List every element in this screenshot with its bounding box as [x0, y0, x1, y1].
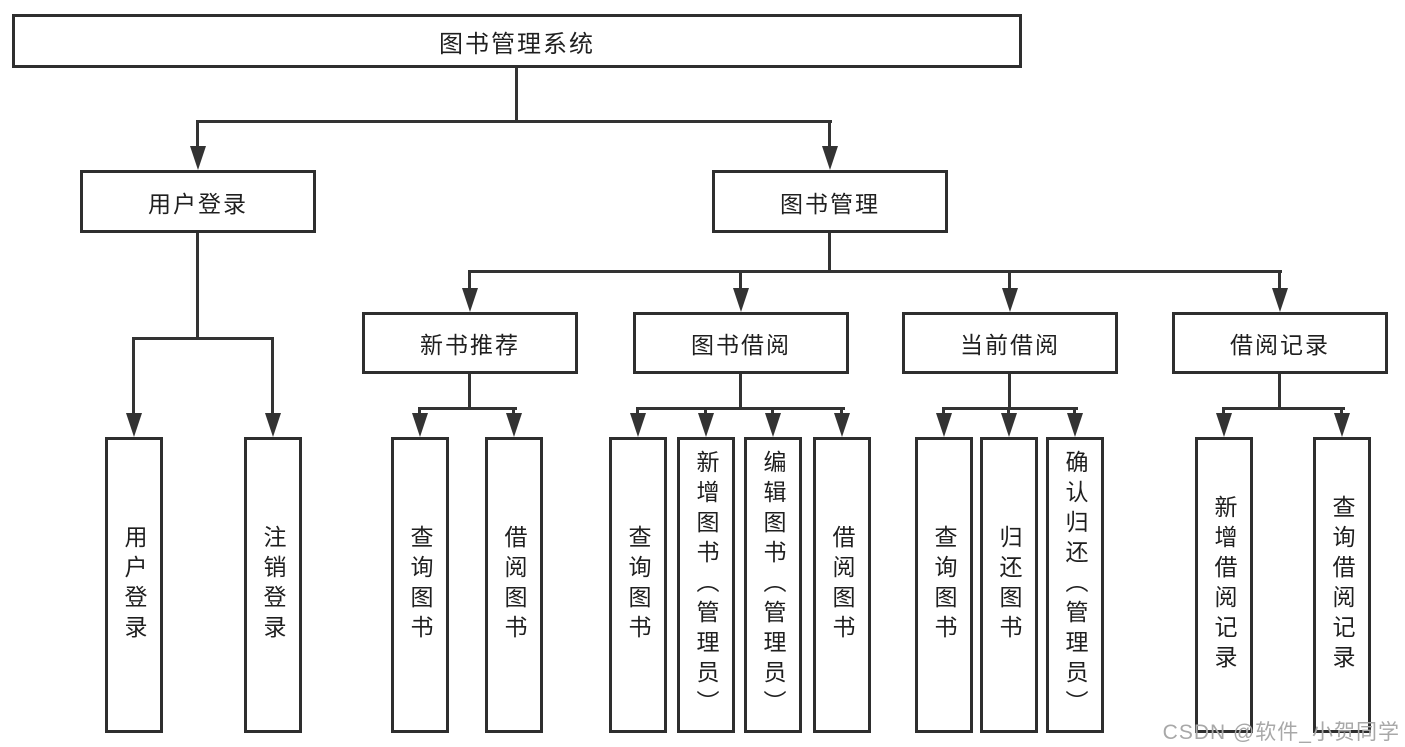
- leaf-borrow-books: 借阅图书: [813, 437, 871, 733]
- node-user-login-label: 用户登录: [148, 190, 248, 217]
- arrowhead-leaf-query1: [412, 413, 428, 437]
- connector-root-down: [515, 68, 518, 120]
- leaf-borrow-books-recommend-label: 借阅图书: [501, 525, 527, 645]
- connector-new-book-down: [468, 374, 471, 407]
- connector-book-borrow-children-horizontal: [636, 407, 845, 410]
- node-user-login: 用户登录: [80, 170, 316, 233]
- connector-leaf-query3-stub: [942, 407, 945, 415]
- arrowhead-leaf-logout: [265, 413, 281, 437]
- connector-book-management-stub: [828, 120, 831, 148]
- connector-current-borrow-stub: [1008, 270, 1011, 290]
- arrowhead-leaf-add-book: [698, 413, 714, 437]
- connector-leaf-query2-stub: [636, 407, 639, 415]
- connector-level3-horizontal: [468, 270, 1282, 273]
- connector-user-login-down: [196, 233, 199, 337]
- arrowhead-leaf-confirm-return: [1067, 413, 1083, 437]
- arrowhead-leaf-borrow1: [506, 413, 522, 437]
- arrowhead-borrow-record: [1272, 288, 1288, 312]
- leaf-edit-book-admin-label: 编辑图书（管理员）: [760, 450, 786, 720]
- connector-leaf-confirm-return-stub: [1073, 407, 1076, 415]
- arrowhead-leaf-query-record: [1334, 413, 1350, 437]
- leaf-borrow-books-recommend: 借阅图书: [485, 437, 543, 733]
- connector-level2-horizontal: [196, 120, 832, 123]
- node-current-borrow: 当前借阅: [902, 312, 1118, 374]
- connector-leaf-query-record-stub: [1340, 407, 1343, 415]
- leaf-logout-label: 注销登录: [260, 525, 286, 645]
- leaf-query-books-recommend: 查询图书: [391, 437, 449, 733]
- node-root: 图书管理系统: [12, 14, 1022, 68]
- node-new-book-recommend: 新书推荐: [362, 312, 578, 374]
- arrowhead-book-management: [822, 146, 838, 170]
- leaf-query-books-current-label: 查询图书: [931, 525, 957, 645]
- leaf-return-book-label: 归还图书: [996, 525, 1022, 645]
- connector-leaf-user-login-stub: [132, 337, 135, 415]
- connector-borrow-record-stub: [1278, 270, 1281, 290]
- node-book-borrow: 图书借阅: [633, 312, 849, 374]
- leaf-query-books-borrow: 查询图书: [609, 437, 667, 733]
- connector-leaf-query1-stub: [418, 407, 421, 415]
- leaf-query-books-current: 查询图书: [915, 437, 973, 733]
- leaf-query-borrow-record-label: 查询借阅记录: [1329, 495, 1355, 675]
- leaf-borrow-books-label: 借阅图书: [829, 525, 855, 645]
- node-current-borrow-label: 当前借阅: [960, 332, 1060, 358]
- leaf-add-borrow-record-label: 新增借阅记录: [1211, 495, 1237, 675]
- leaf-logout: 注销登录: [244, 437, 302, 733]
- arrowhead-new-book: [462, 288, 478, 312]
- connector-leaf-borrow1-stub: [512, 407, 515, 415]
- leaf-query-books-borrow-label: 查询图书: [625, 525, 651, 645]
- node-borrow-records: 借阅记录: [1172, 312, 1388, 374]
- node-borrow-records-label: 借阅记录: [1230, 332, 1330, 358]
- arrowhead-user-login: [190, 146, 206, 170]
- leaf-edit-book-admin: 编辑图书（管理员）: [744, 437, 802, 733]
- leaf-add-borrow-record: 新增借阅记录: [1195, 437, 1253, 733]
- leaf-add-book-admin: 新增图书（管理员）: [677, 437, 735, 733]
- leaf-query-books-recommend-label: 查询图书: [407, 525, 433, 645]
- connector-leaf-logout-stub: [271, 337, 274, 415]
- arrowhead-leaf-query2: [630, 413, 646, 437]
- leaf-return-book: 归还图书: [980, 437, 1038, 733]
- connector-new-book-children-horizontal: [418, 407, 517, 410]
- leaf-query-borrow-record: 查询借阅记录: [1313, 437, 1371, 733]
- node-book-management: 图书管理: [712, 170, 948, 233]
- arrowhead-current-borrow: [1002, 288, 1018, 312]
- arrowhead-leaf-query3: [936, 413, 952, 437]
- leaf-confirm-return-admin-label: 确认归还（管理员）: [1062, 450, 1088, 720]
- leaf-confirm-return-admin: 确认归还（管理员）: [1046, 437, 1104, 733]
- connector-book-management-down: [828, 233, 831, 270]
- arrowhead-leaf-edit-book: [765, 413, 781, 437]
- leaf-user-login: 用户登录: [105, 437, 163, 733]
- connector-leaf-add-book-stub: [704, 407, 707, 415]
- arrowhead-leaf-add-record: [1216, 413, 1232, 437]
- connector-borrow-record-children-horizontal: [1222, 407, 1345, 410]
- leaf-add-book-admin-label: 新增图书（管理员）: [693, 450, 719, 720]
- connector-book-borrow-down: [739, 374, 742, 407]
- connector-user-login-children-horizontal: [132, 337, 274, 340]
- node-book-borrow-label: 图书借阅: [691, 332, 791, 358]
- connector-leaf-borrow2-stub: [840, 407, 843, 415]
- arrowhead-book-borrow: [733, 288, 749, 312]
- node-new-book-recommend-label: 新书推荐: [420, 332, 520, 358]
- connector-leaf-add-record-stub: [1222, 407, 1225, 415]
- connector-current-borrow-down: [1008, 374, 1011, 407]
- arrowhead-leaf-borrow2: [834, 413, 850, 437]
- node-root-label: 图书管理系统: [439, 30, 595, 58]
- connector-leaf-edit-book-stub: [771, 407, 774, 415]
- connector-borrow-record-down: [1278, 374, 1281, 407]
- connector-user-login-stub: [196, 120, 199, 148]
- node-book-management-label: 图书管理: [780, 190, 880, 217]
- leaf-user-login-label: 用户登录: [121, 525, 147, 645]
- connector-current-borrow-children-horizontal: [942, 407, 1078, 410]
- arrowhead-leaf-return: [1001, 413, 1017, 437]
- connector-book-borrow-stub: [739, 270, 742, 290]
- connector-leaf-return-stub: [1007, 407, 1010, 415]
- arrowhead-leaf-user-login: [126, 413, 142, 437]
- watermark: CSDN @软件_小贺同学: [1162, 721, 1400, 744]
- connector-new-book-stub: [468, 270, 471, 290]
